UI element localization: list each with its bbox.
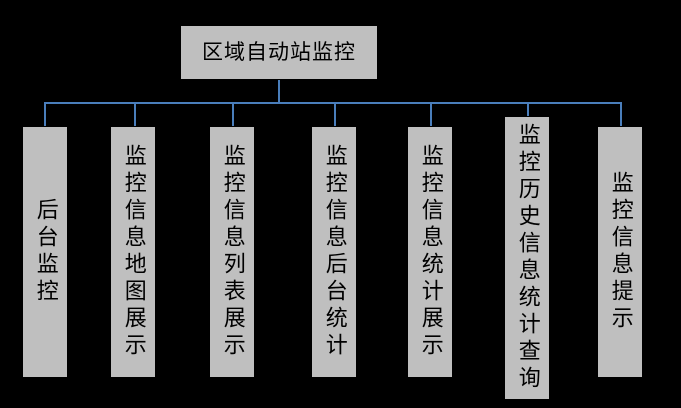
child-node-4-label: 监控信息后台统计 (321, 144, 347, 360)
child-node-2[interactable]: 监控信息地图展示 (110, 126, 156, 378)
connector-drop-4 (334, 102, 336, 126)
child-node-1[interactable]: 后台监控 (22, 126, 68, 378)
connector-drop-3 (232, 102, 234, 126)
child-node-4[interactable]: 监控信息后台统计 (311, 126, 357, 378)
child-node-2-label: 监控信息地图展示 (120, 144, 146, 360)
child-node-5[interactable]: 监控信息统计展示 (407, 126, 453, 378)
child-node-6-label: 监控历史信息统计查询 (514, 123, 540, 393)
root-node-label: 区域自动站监控 (202, 39, 356, 64)
child-node-7[interactable]: 监控信息提示 (597, 126, 643, 378)
child-node-3[interactable]: 监控信息列表展示 (209, 126, 255, 378)
child-node-1-label: 后台监控 (32, 198, 58, 306)
child-node-6[interactable]: 监控历史信息统计查询 (504, 116, 550, 400)
connector-root-drop (278, 80, 280, 103)
connector-drop-2 (134, 102, 136, 126)
child-node-5-label: 监控信息统计展示 (417, 144, 443, 360)
child-node-7-label: 监控信息提示 (607, 171, 633, 333)
child-node-3-label: 监控信息列表展示 (219, 144, 245, 360)
connector-horizontal-bus (44, 102, 621, 104)
connector-drop-5 (430, 102, 432, 126)
connector-drop-6 (527, 102, 529, 116)
connector-drop-1 (44, 102, 46, 126)
root-node[interactable]: 区域自动站监控 (180, 25, 378, 80)
connector-drop-7 (620, 102, 622, 126)
